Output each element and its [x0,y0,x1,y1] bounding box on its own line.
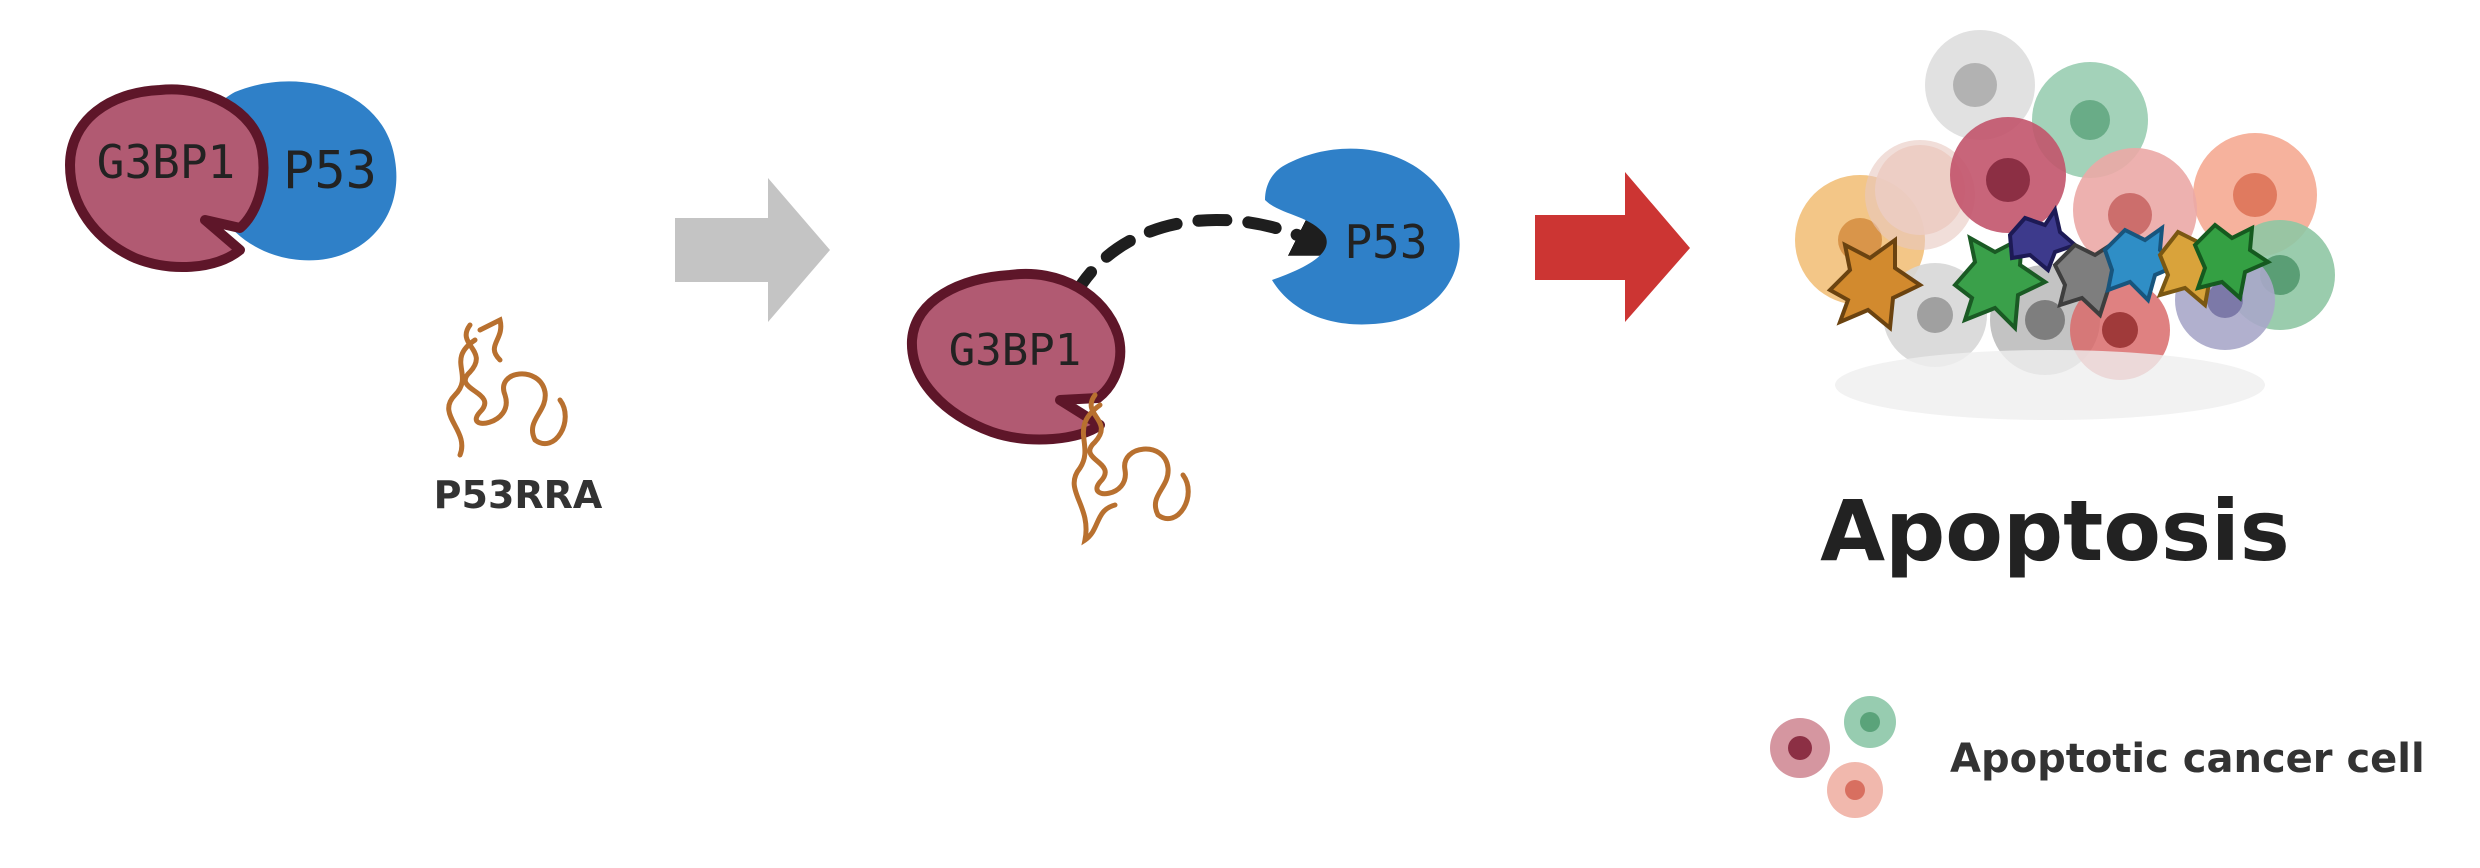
rna-strand-bound-icon [1071,392,1191,546]
red-arrow-icon [1535,172,1690,322]
apoptotic-cell-cluster [1795,30,2335,420]
g3bp1-protein-mid [906,268,1126,445]
legend-label: Apoptotic cancer cell [1950,736,2425,782]
p53-protein-mid [1265,148,1460,325]
rna-strand-left-icon [446,316,568,458]
g3bp1-label-left: G3BP1 [97,135,235,189]
apoptosis-label: Apoptosis [1820,482,2290,580]
g3bp1-protein-left [65,84,269,272]
dashed-arrow-icon [1069,212,1342,301]
legend-cell-icon [1770,696,1896,818]
g3bp1-label-mid: G3BP1 [949,325,1081,376]
p53rra-label: P53RRA [434,473,603,517]
p53-label-mid: P53 [1344,215,1427,269]
gray-arrow-icon [675,178,830,322]
p53-label-left: P53 [283,141,377,201]
